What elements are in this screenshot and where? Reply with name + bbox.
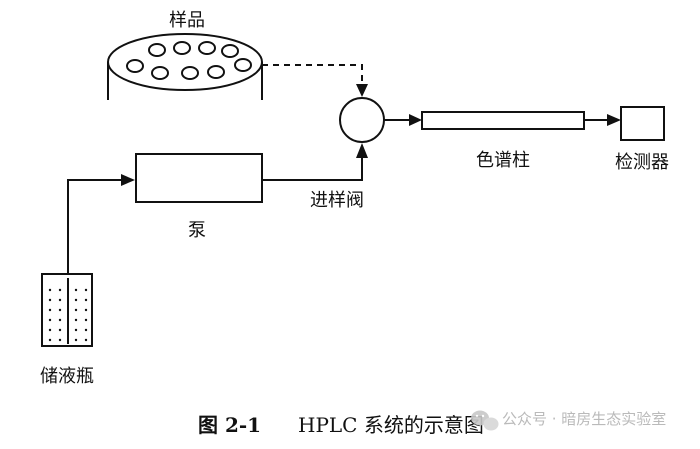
sample-label: 样品 [169,10,205,31]
pump-arrowhead [121,174,135,186]
figure-caption: 图 2-1 HPLC 系统的示意图 [198,413,484,437]
wechat-icon [471,410,499,431]
detector-arrowhead [607,114,621,126]
sample-transfer-line [262,64,363,85]
watermark-text: 公众号 · 暗房生态实验室 [502,410,666,428]
column-arrowhead [409,114,422,126]
sample-arrowhead [356,84,368,97]
caption-text: HPLC 系统的示意图 [298,413,484,437]
watermark: 公众号 · 暗房生态实验室 [471,410,666,431]
reservoir-to-pump-line [67,179,122,278]
sample-tray [107,33,263,100]
pump-box [135,153,263,203]
chromatography-column [421,111,585,130]
injector-label: 进样阀 [310,190,364,211]
caption-number: 图 2-1 [198,413,261,437]
pump-to-valve-line [262,157,363,181]
valve-arrowhead [356,143,368,158]
pump-label: 泵 [188,220,206,241]
detector-label: 检测器 [615,152,669,173]
reservoir-label: 储液瓶 [40,366,94,387]
injection-valve [339,97,385,143]
sample-wells [126,41,252,80]
solvent-reservoir [41,273,93,347]
column-label: 色谱柱 [476,150,530,171]
detector-box [620,106,665,141]
